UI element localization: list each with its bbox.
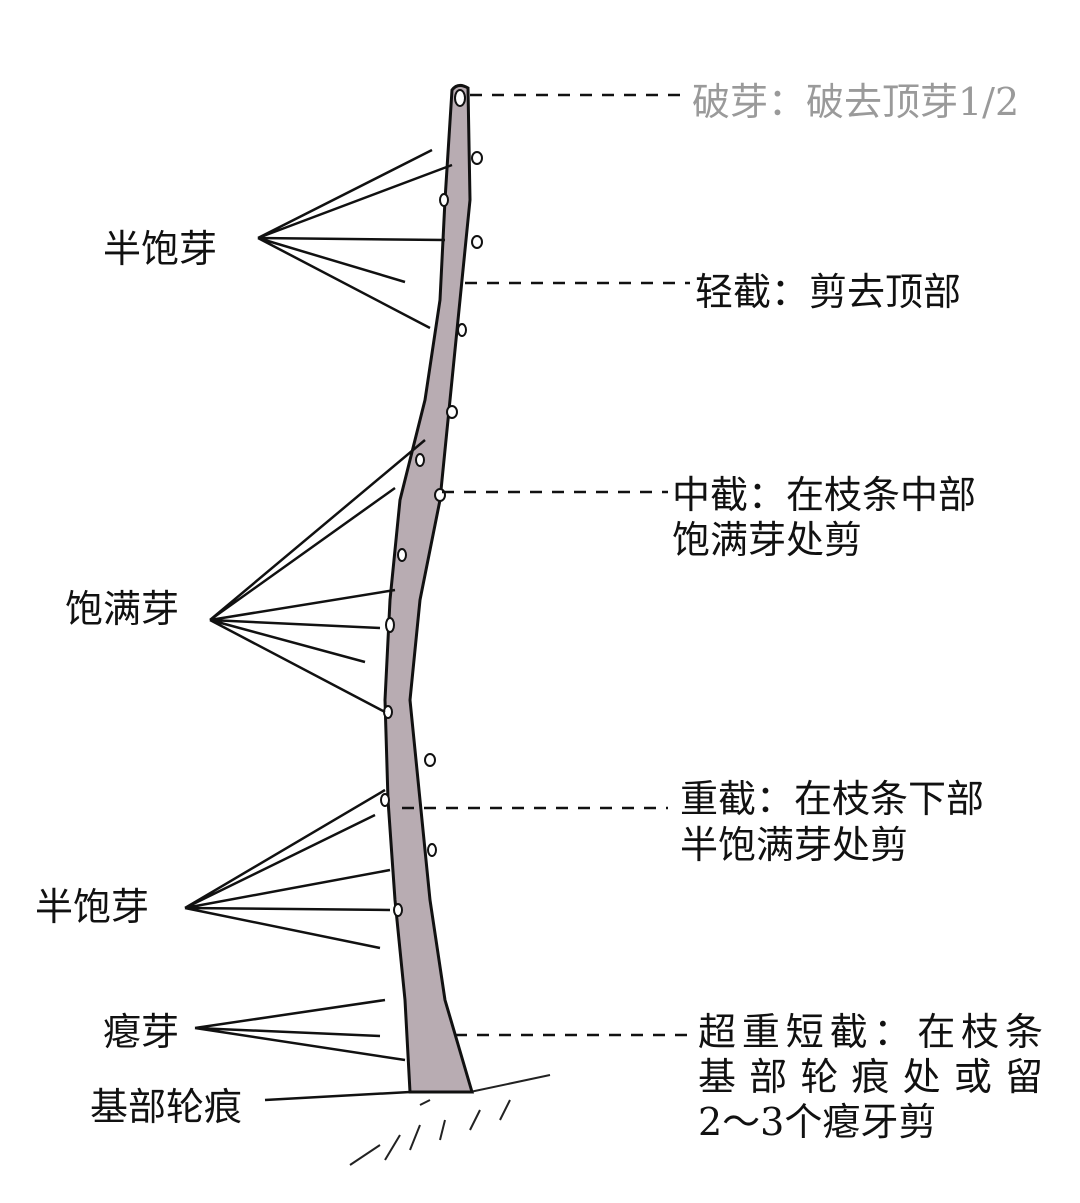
dashed-lines [402, 93, 692, 1037]
branch [383, 83, 475, 1094]
label-bao-man: 饱满芽 [65, 587, 179, 631]
label-chao-zhong-1: 超重短截：在枝条 [698, 1010, 1043, 1054]
bud-marks [380, 89, 483, 917]
label-chao-zhong-3: 2～3个瘪牙剪 [698, 1100, 936, 1144]
ground-marks [349, 1074, 551, 1166]
label-zhong-jie-2: 饱满芽处剪 [672, 518, 862, 562]
leader-lines [184, 148, 453, 1102]
label-ban-bao-top: 半饱芽 [103, 227, 217, 271]
label-chao-zhong-2: 基部轮痕处或留 [698, 1055, 1043, 1099]
label-zhong-jie-heavy-2: 半饱满芽处剪 [680, 823, 908, 867]
label-qing-jie: 轻截：剪去顶部 [695, 270, 961, 314]
label-zhong-jie-1: 中截：在枝条中部 [672, 473, 976, 517]
label-po-ya: 破芽：破去顶芽1/2 [692, 80, 1019, 124]
label-ji-bu-lun-hen: 基部轮痕 [90, 1085, 242, 1129]
label-bie-ya: 瘪芽 [103, 1010, 179, 1054]
label-zhong-jie-heavy-1: 重截：在枝条下部 [680, 777, 984, 821]
label-ban-bao-bottom: 半饱芽 [35, 885, 149, 929]
